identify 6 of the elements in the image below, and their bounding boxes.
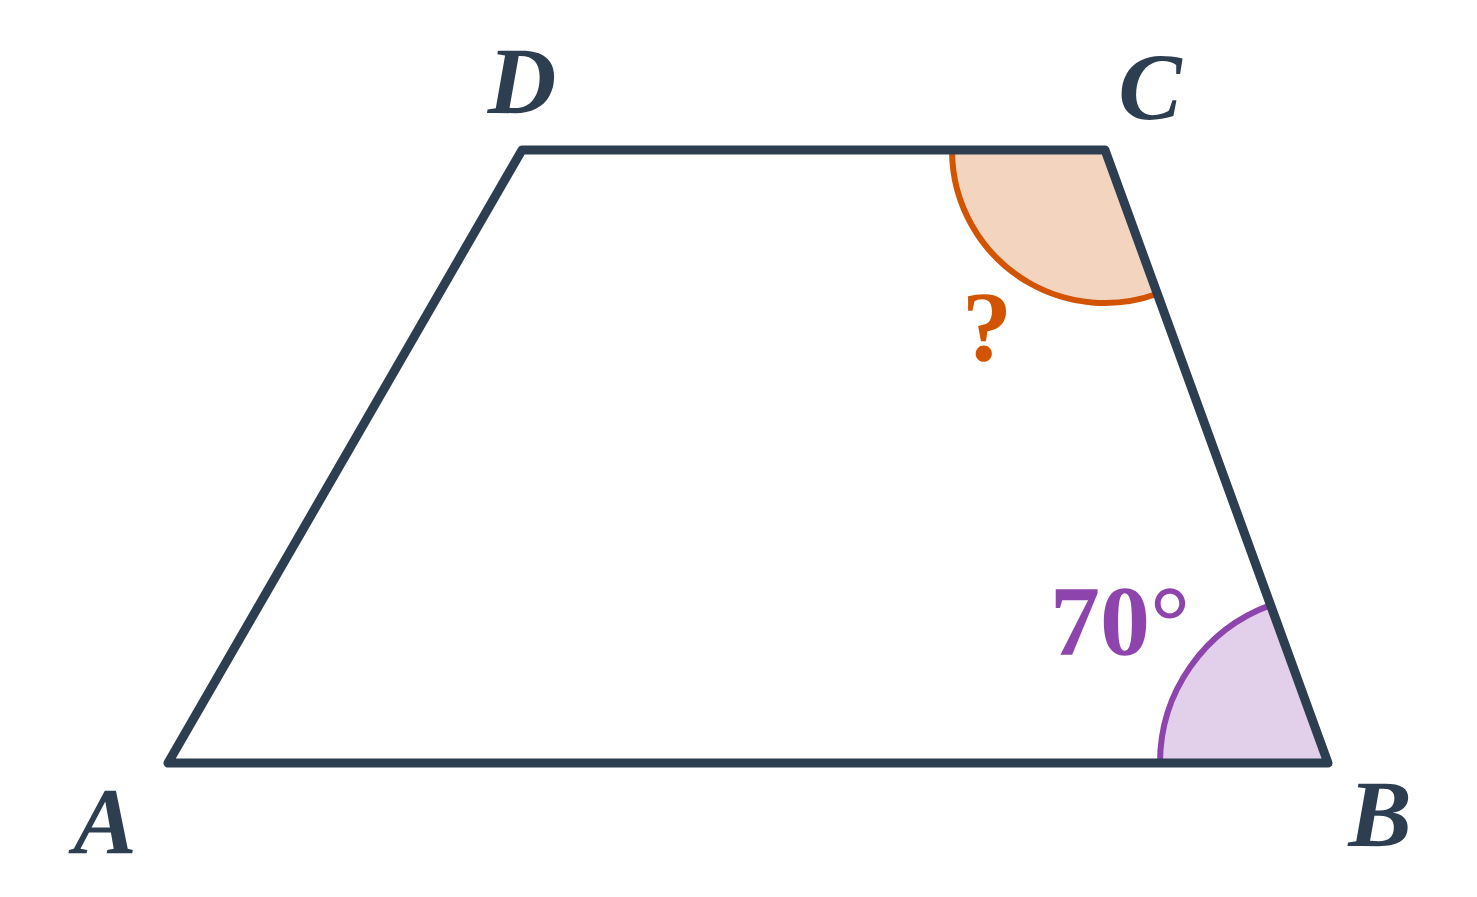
angle-label: ?: [968, 294, 1007, 362]
vertex-label: B: [1347, 783, 1409, 847]
vertex-label: A: [68, 790, 133, 854]
vertex-label: D: [487, 50, 555, 114]
vertex-label: C: [1121, 56, 1183, 120]
angle-label: 70°: [1055, 588, 1186, 656]
